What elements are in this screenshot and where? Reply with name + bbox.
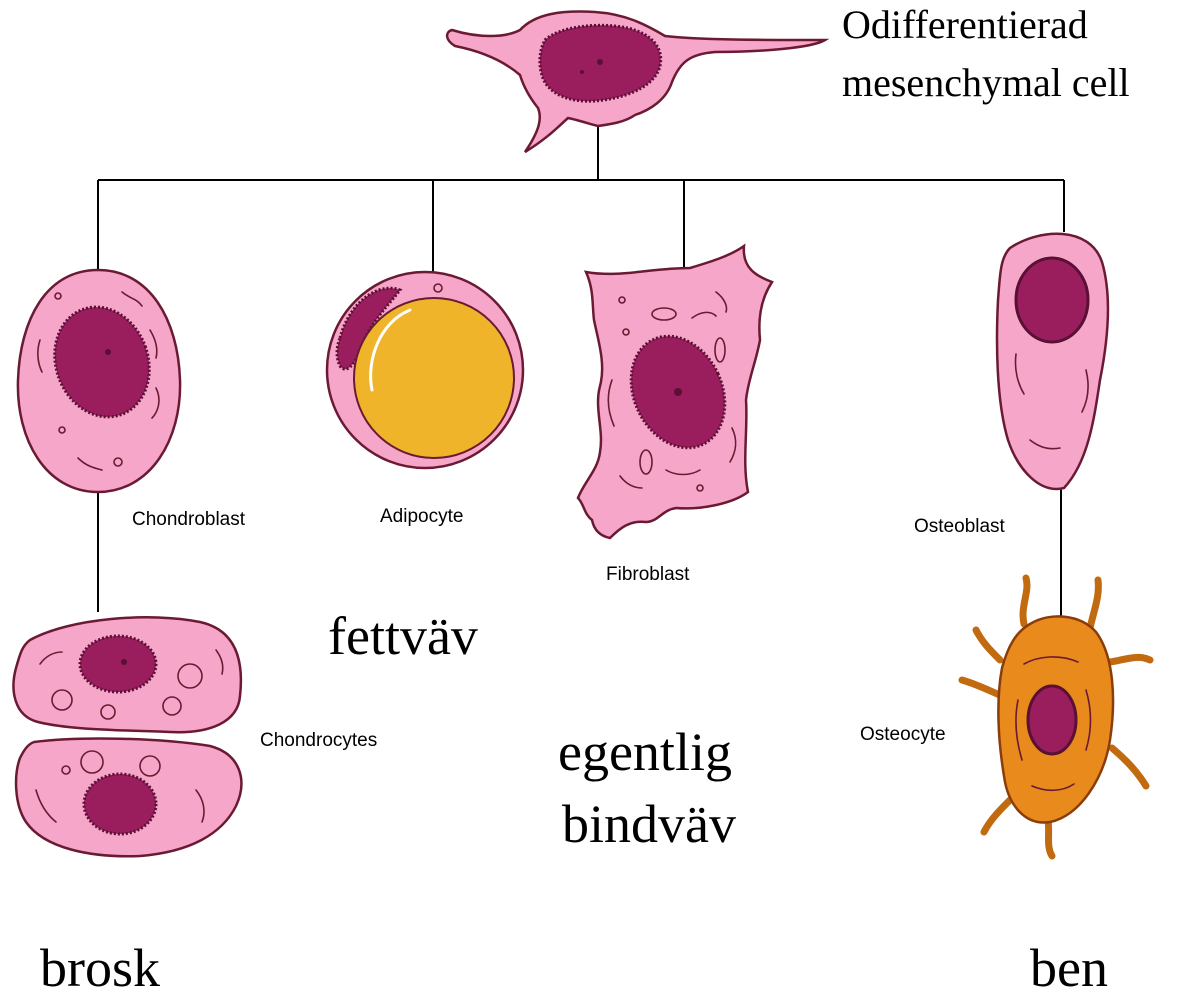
chondrocyte-top-nucleus	[80, 636, 156, 692]
tissue-label-cartilage: brosk	[40, 938, 160, 994]
adipocyte-cell	[327, 272, 523, 468]
chondrocytes-label: Chondrocytes	[260, 730, 377, 751]
osteocyte-label: Osteocyte	[860, 724, 946, 745]
tree-lines	[98, 125, 1064, 618]
osteoblast-cell	[997, 234, 1108, 489]
chondrocyte-bottom-nucleus	[84, 774, 156, 834]
tissue-label-fat: fettväv	[328, 606, 478, 666]
root-label-line1: Odifferentierad	[842, 2, 1088, 47]
adipocyte-fat-droplet	[354, 298, 514, 458]
chondroblast-label: Chondroblast	[132, 509, 246, 530]
chondrocytes-cells	[14, 617, 242, 856]
chondroblast-cell	[18, 270, 180, 492]
tissue-label-bone: ben	[1030, 938, 1108, 994]
osteoblast-nucleus	[1016, 258, 1088, 342]
fibroblast-cell	[578, 246, 772, 538]
osteocyte-nucleus	[1028, 686, 1076, 754]
tissue-label-connective-line1: egentlig	[558, 722, 732, 782]
root-label-line2: mesenchymal cell	[842, 60, 1130, 105]
mesenchymal-cell	[447, 12, 825, 152]
mesenchymal-nucleolus-2	[580, 70, 584, 74]
chondrocyte-top-nucleolus	[121, 659, 127, 665]
osteocyte-cell	[962, 578, 1150, 856]
mesenchymal-nucleolus-1	[597, 59, 603, 65]
tissue-label-connective-line2: bindväv	[562, 794, 736, 854]
fibroblast-nucleolus	[674, 388, 682, 396]
fibroblast-label: Fibroblast	[606, 564, 690, 585]
adipocyte-label: Adipocyte	[380, 506, 463, 527]
chondroblast-nucleolus	[105, 349, 111, 355]
osteoblast-label: Osteoblast	[914, 516, 1006, 537]
